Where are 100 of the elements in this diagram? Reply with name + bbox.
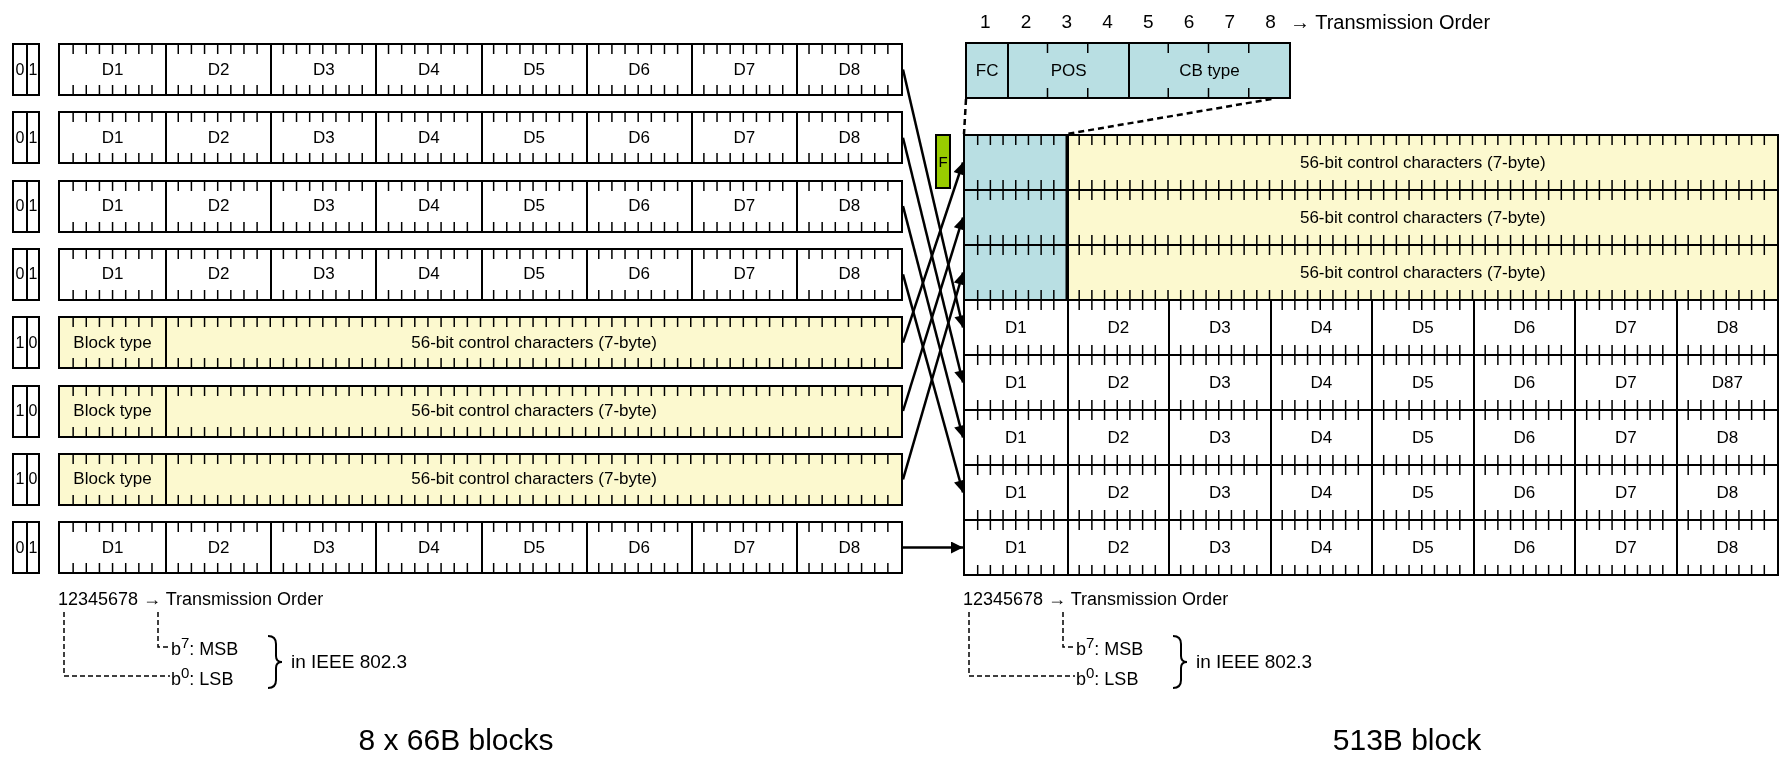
data-byte-field: D1 [60, 523, 166, 573]
data-byte-field: D5 [480, 249, 586, 299]
bit-order-note: b$^{0}$: LSB [171, 664, 234, 690]
sync-bit: 0 [14, 127, 26, 148]
data-block-row [58, 521, 903, 575]
flag-box: F [935, 134, 951, 189]
figure-caption: 8 x 66B blocks [358, 722, 554, 757]
sync-header-box [12, 247, 40, 301]
data-byte-field: D3 [270, 181, 376, 231]
data-byte-field: D4 [375, 45, 481, 94]
sync-bit: 0 [14, 537, 26, 558]
control-field: Block type [60, 454, 166, 504]
control-field: 56-bit control characters (7-byte) [165, 454, 901, 504]
data-block-row [963, 354, 1779, 411]
data-byte-field: D6 [1472, 521, 1574, 574]
data-byte-field: D1 [965, 356, 1067, 409]
header-field-area [965, 136, 1067, 189]
data-byte-field: D1 [965, 301, 1067, 354]
bit-number: 1 [980, 11, 991, 33]
data-byte-field: D4 [375, 181, 481, 231]
data-byte-field: D7 [690, 249, 796, 299]
standard-note: in IEEE 802.3 [291, 651, 408, 673]
data-block-row [963, 519, 1779, 576]
sync-header-box [12, 111, 40, 165]
control-field: 56-bit control characters (7-byte) [165, 318, 901, 368]
data-byte-field: D1 [60, 249, 166, 299]
data-byte-field: D8 [795, 45, 901, 94]
figure-caption: 513B block [1332, 722, 1482, 757]
transmission-order-label: 12345678 → Transmission Order [58, 588, 324, 610]
data-byte-field: D1 [60, 45, 166, 94]
overhead-header-box [965, 42, 1291, 99]
control-block-row [58, 384, 903, 438]
control-block-row [58, 452, 903, 506]
bit-order-note: b$^{7}$: MSB [1076, 634, 1144, 660]
data-byte-field: D7 [690, 181, 796, 231]
data-byte-field: D8 [795, 181, 901, 231]
sync-bit: 0 [14, 196, 26, 217]
control-block-row [58, 316, 903, 370]
data-block-row [58, 111, 903, 165]
sync-bit: 1 [26, 249, 38, 299]
control-field: Block type [60, 386, 166, 436]
bit-number: 6 [1183, 11, 1195, 33]
header-field: CB type [1128, 44, 1289, 97]
data-byte-field: D6 [585, 523, 691, 573]
zoom-line [1066, 97, 1272, 136]
sync-header-box [12, 384, 40, 438]
sync-bit: 0 [26, 318, 38, 368]
data-byte-field: D7 [690, 113, 796, 163]
data-byte-field: D3 [1168, 521, 1270, 574]
data-byte-field: D3 [270, 45, 376, 94]
data-byte-field: D2 [165, 45, 271, 94]
data-block-row [963, 409, 1779, 466]
data-byte-field: D6 [585, 181, 691, 231]
data-byte-field: D7 [690, 45, 796, 94]
sync-header-box [12, 452, 40, 506]
data-block-row [963, 464, 1779, 521]
data-byte-field: D5 [480, 113, 586, 163]
sync-bit: 1 [26, 523, 38, 573]
data-byte-field: D2 [165, 523, 271, 573]
transmission-order-label: → Transmission Order [1290, 10, 1491, 34]
sync-bit: 1 [14, 332, 26, 353]
sync-header-box [12, 316, 40, 370]
bit-number: 8 [1265, 11, 1276, 33]
sync-bit: 0 [14, 59, 26, 80]
control-block-row [963, 189, 1779, 246]
data-byte-field: D4 [375, 113, 481, 163]
control-field: Block type [60, 318, 166, 368]
data-byte-field: D7 [690, 523, 796, 573]
data-block-row [58, 43, 903, 96]
data-byte-field: D1 [965, 521, 1067, 574]
data-byte-field: D4 [375, 523, 481, 573]
header-field: POS [1007, 44, 1128, 97]
data-byte-field: D6 [585, 113, 691, 163]
standard-note: in IEEE 802.3 [1196, 651, 1313, 673]
data-byte-field: D4 [375, 249, 481, 299]
sync-header-box [12, 43, 40, 96]
bit-order-note: b$^{7}$: MSB [171, 634, 239, 660]
bit-number: 7 [1224, 11, 1236, 33]
data-byte-field: D5 [480, 523, 586, 573]
data-byte-field: D3 [270, 523, 376, 573]
data-byte-field: D8 [795, 523, 901, 573]
sync-bit: 1 [26, 45, 38, 94]
data-block-row [58, 179, 903, 233]
data-byte-field: D7 [1574, 521, 1676, 574]
sync-header-box [12, 521, 40, 575]
sync-bit: 1 [26, 181, 38, 231]
data-byte-field: D5 [480, 181, 586, 231]
control-block-row [963, 134, 1779, 191]
data-byte-field: D8 [795, 249, 901, 299]
data-byte-field: D5 [1371, 521, 1473, 574]
data-byte-field: D1 [965, 411, 1067, 464]
transmission-order-label: 12345678 → Transmission Order [963, 588, 1229, 610]
bit-number: 3 [1061, 11, 1073, 33]
sync-bit: 1 [14, 469, 26, 490]
sync-header-box [12, 179, 40, 233]
data-byte-field: D2 [165, 249, 271, 299]
arrow [903, 541, 963, 554]
data-byte-field: D8 [1675, 521, 1777, 574]
data-block-row [58, 247, 903, 301]
data-byte-field: D2 [165, 181, 271, 231]
